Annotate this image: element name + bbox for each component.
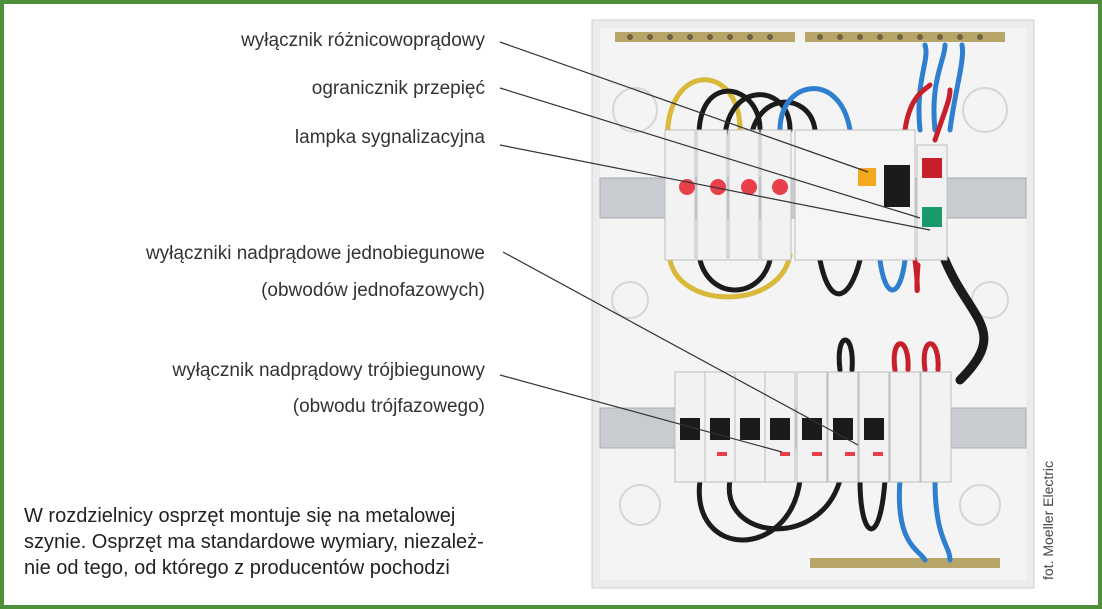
caption-line-1: W rozdzielnicy osprzęt montuje się na me… — [24, 505, 456, 527]
rcd-test-button — [858, 168, 876, 186]
knockouts — [611, 87, 1009, 526]
bottom-terminal-bar — [810, 558, 1000, 568]
leader-lines — [499, 41, 931, 453]
label-three-pole-breaker: wyłącznik nadprądowy trójbiegunowy — [172, 360, 485, 381]
caption-line-2: szynie. Osprzęt ma standardowe wymiary, … — [24, 531, 484, 553]
caption-line-3: nie od tego, od którego z producentów po… — [24, 557, 450, 579]
label-single-pole-breakers-sub: (obwodów jednofazowych) — [261, 280, 485, 301]
label-three-pole-breaker-sub: (obwodu trójfazowego) — [292, 396, 485, 417]
signal-lamp-red — [922, 158, 942, 178]
top-terminal-bar-right — [805, 32, 1005, 42]
figure-caption: W rozdzielnicy osprzęt montuje się na me… — [24, 503, 564, 581]
photo-credit: fot. Moeller Electric — [1040, 460, 1056, 580]
label-single-pole-breakers: wyłączniki nadprądowe jednobiegunowe — [145, 243, 485, 264]
rcd-lever — [884, 165, 910, 207]
top-terminal-bar-left — [615, 32, 795, 42]
signal-lamp-green — [922, 207, 942, 227]
top-row-devices — [664, 129, 948, 261]
label-rcd: wyłącznik różnicowoprądowy — [241, 30, 485, 51]
bottom-row-devices — [674, 371, 952, 483]
label-signal-lamp: lampka sygnalizacyjna — [294, 127, 485, 148]
label-surge-arrester: ogranicznik przepięć — [311, 78, 485, 99]
